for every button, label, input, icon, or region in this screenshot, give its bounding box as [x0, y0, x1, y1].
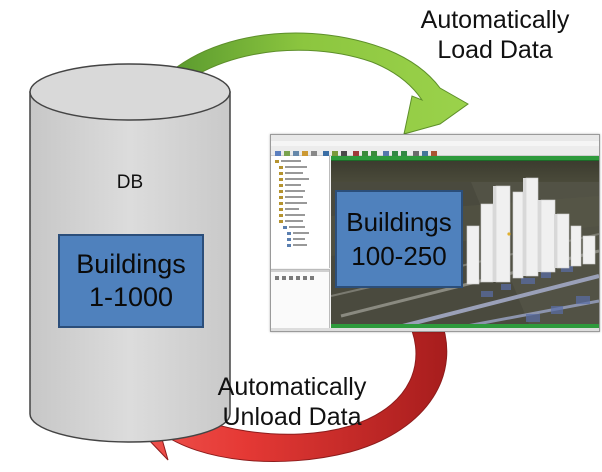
- layer-tree-items: [275, 160, 309, 247]
- unload-caption-line-1: Automatically: [217, 373, 367, 401]
- app-menubar: [271, 141, 599, 146]
- load-data-caption: Automatically Load Data: [395, 5, 595, 65]
- database-buildings-box: Buildings 1-1000: [58, 234, 204, 328]
- properties-icons: [271, 270, 329, 280]
- database-label: DB: [116, 172, 144, 193]
- database-buildings-line-1: Buildings: [76, 249, 186, 279]
- unload-caption-line-2: Unload Data: [222, 403, 362, 431]
- unload-data-caption: Automatically Unload Data: [192, 372, 392, 432]
- layer-tree-panel: [271, 156, 330, 268]
- database-buildings-line-2: 1-1000: [88, 282, 174, 312]
- viewer-app-screenshot: [270, 134, 600, 332]
- viewer-buildings-line-2: 100-250: [351, 241, 447, 271]
- toolbar-icons: [275, 151, 437, 157]
- app-statusbar: [271, 328, 599, 331]
- app-toolbar: [271, 146, 599, 157]
- viewer-buildings-line-1: Buildings: [346, 207, 452, 237]
- load-arrow: [139, 32, 469, 135]
- properties-panel: [271, 269, 330, 328]
- load-caption-line-1: Automatically: [420, 6, 570, 34]
- load-caption-line-2: Load Data: [437, 36, 553, 64]
- viewer-buildings-box: Buildings 100-250: [335, 190, 463, 288]
